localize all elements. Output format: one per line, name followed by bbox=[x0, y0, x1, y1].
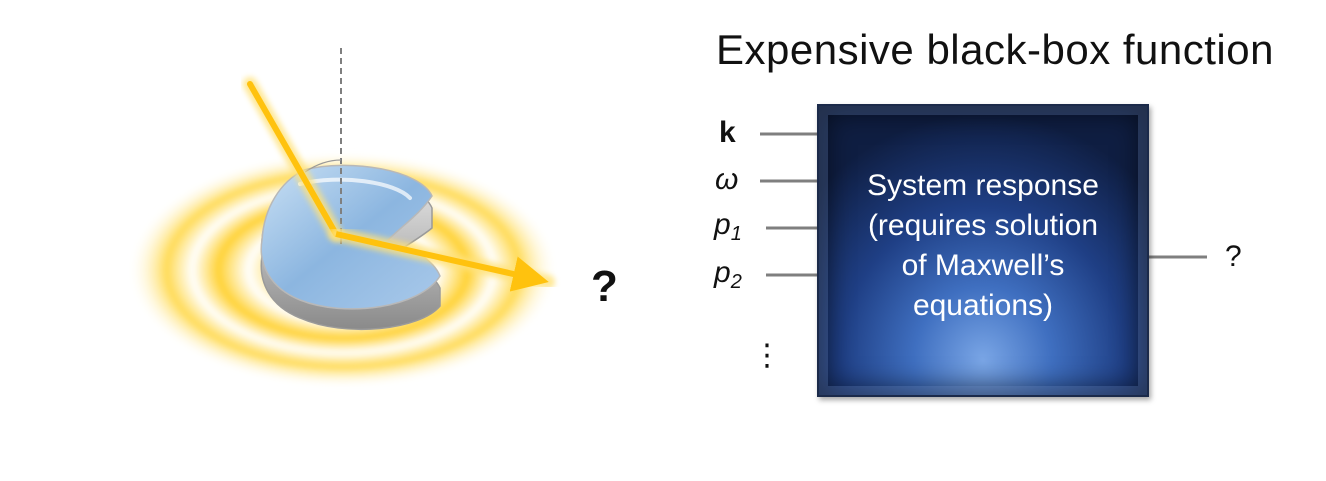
input-label-p1-base: p bbox=[714, 208, 731, 241]
angle-arc bbox=[304, 159, 342, 173]
output-label: ? bbox=[1225, 240, 1242, 273]
input-label-p2-base: p bbox=[714, 256, 731, 289]
input-label-p2-sub: 2 bbox=[730, 271, 742, 293]
input-label-omega: ω bbox=[715, 163, 739, 196]
input-label-k: k bbox=[719, 116, 736, 149]
diagram-title: Expensive black-box function bbox=[716, 26, 1274, 73]
input-ellipsis: ⋮ bbox=[752, 339, 782, 372]
scatter-result-label: ? bbox=[591, 262, 618, 311]
input-label-p1-sub: 1 bbox=[730, 223, 742, 245]
scattered-beam bbox=[335, 231, 549, 292]
black-box: System response (requires solution of Ma… bbox=[817, 104, 1149, 397]
box-line-3: of Maxwell’s bbox=[901, 249, 1065, 282]
black-box-text: System response (requires solution of Ma… bbox=[819, 166, 1147, 326]
box-line-1: System response bbox=[867, 169, 1099, 202]
incident-beam bbox=[247, 81, 339, 237]
input-label-p2: p2 bbox=[714, 256, 742, 294]
box-line-4: equations) bbox=[912, 289, 1054, 322]
box-line-2: (requires solution bbox=[867, 209, 1099, 242]
input-label-p1: p1 bbox=[714, 208, 742, 246]
